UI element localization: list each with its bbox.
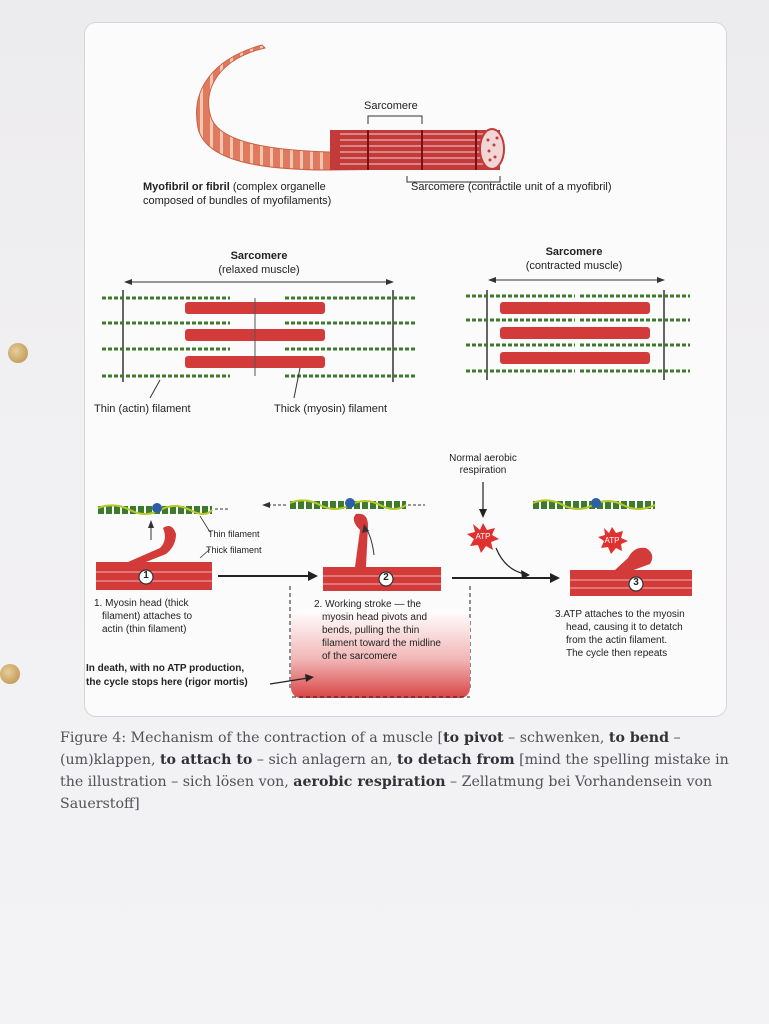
step-1-text-2: filament) attaches to — [102, 611, 193, 622]
myofibril-desc-1: (complex organelle — [232, 181, 326, 193]
caption-term-bend: to bend — [608, 730, 670, 746]
caption-trans-detach: [mind the spelling mistake in the illust… — [60, 752, 729, 790]
myofibril-bold-label: Myofibril or fibril — [143, 181, 230, 193]
death-note-1: In death, with no ATP production, — [86, 663, 245, 674]
cross-bridge-cycle-diagram — [96, 482, 692, 698]
step-2-number: 2 — [383, 572, 389, 583]
myofibril-diagram — [196, 44, 505, 183]
step-2-text-2: myosin head pivots and — [322, 612, 428, 623]
relaxed-subtitle: (relaxed muscle) — [218, 264, 300, 276]
death-note-2: the cycle stops here (rigor mortis) — [86, 677, 248, 688]
caption-term-attach: to attach to — [159, 752, 253, 768]
caption-trans-pivot: – schwenken, — [503, 730, 609, 746]
step-1-text-3: actin (thin filament) — [102, 624, 187, 635]
myofibril-desc-2: composed of bundles of myofilaments) — [143, 195, 332, 207]
step-3-text-3: from the actin filament. — [566, 635, 668, 646]
thin-filament-label: Thin (actin) filament — [94, 403, 191, 415]
atp-label-2: ATP — [604, 536, 620, 545]
caption-term-aerobic: aerobic respiration — [293, 774, 446, 790]
caption-text-1: Mechanism of the contraction of a muscle… — [126, 730, 444, 746]
step-2-text-4: filament toward the midline — [322, 638, 441, 649]
caption-trans-aerobic: – Zellatmung bei Vorhandensein von Sauer… — [60, 774, 713, 812]
sarcomere-desc-label: Sarcomere (contractile unit of a myofibr… — [411, 181, 612, 193]
caption-figure-label: Figure 4: — [60, 730, 127, 746]
caption-trans-bend: – (um)klappen, — [60, 730, 681, 768]
thin-filament-small-label: Thin filament — [208, 529, 260, 539]
punch-hole-lower — [0, 664, 20, 684]
caption-trans-attach: – sich anlagern an, — [252, 752, 397, 768]
step-3-text-2: head, causing it to detatch — [566, 622, 683, 633]
thick-filament-small-label: Thick filament — [206, 545, 262, 555]
normal-aerobic-label-1: Normal aerobic — [449, 453, 517, 464]
contracted-title: Sarcomere — [545, 246, 603, 258]
step-3-number: 3 — [633, 577, 639, 588]
relaxed-title: Sarcomere — [230, 250, 288, 262]
contracted-sarcomere-diagram — [466, 277, 690, 380]
step-3-text-4: The cycle then repeats — [566, 648, 668, 659]
step-1-text-1: 1. Myosin head (thick — [94, 598, 189, 609]
step-3-text-1: 3.ATP attaches to the myosin — [555, 609, 685, 620]
step-1-number: 1 — [143, 570, 149, 581]
thick-filament-label: Thick (myosin) filament — [274, 403, 388, 415]
sarcomere-top-label: Sarcomere — [364, 100, 418, 112]
contracted-subtitle: (contracted muscle) — [525, 260, 623, 272]
step-2-text-3: bends, pulling the thin — [322, 625, 420, 636]
atp-label-1: ATP — [475, 532, 491, 541]
step-2-text-1: 2. Working stroke — the — [314, 599, 422, 610]
figure-caption: Figure 4: Mechanism of the contraction o… — [60, 727, 750, 815]
step-2-text-5: of the sarcomere — [322, 651, 398, 662]
relaxed-sarcomere-diagram — [102, 279, 415, 399]
myofibril-label: Myofibril or fibril (complex organelle — [143, 181, 326, 195]
caption-term-pivot: to pivot — [443, 730, 504, 746]
normal-aerobic-label-2: respiration — [459, 465, 507, 476]
punch-hole-upper — [8, 343, 28, 363]
caption-term-detach: to detach from — [396, 752, 515, 768]
